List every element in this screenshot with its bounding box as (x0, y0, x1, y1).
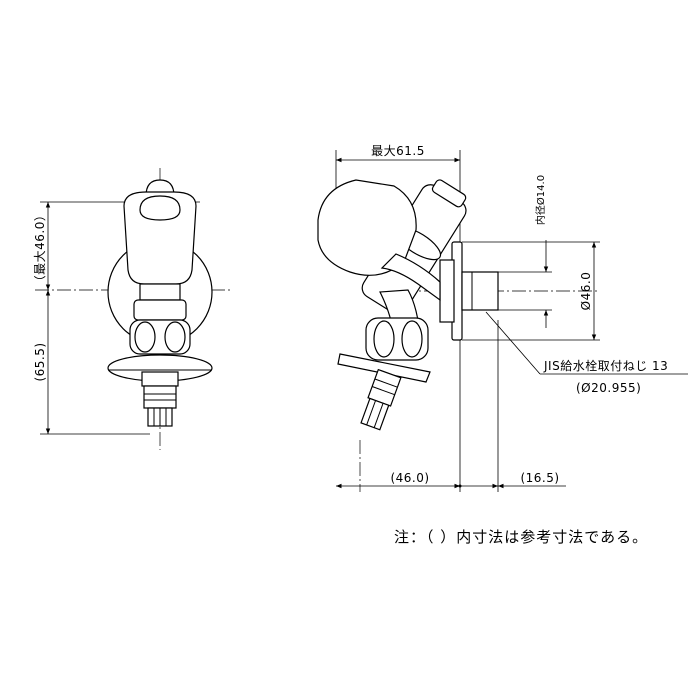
dim-side-left: (46.0) (390, 471, 429, 485)
side-view (317, 150, 688, 492)
dim-side-right: (16.5) (520, 471, 559, 485)
dim-flange-diameter: Ø46.0 (579, 272, 593, 311)
dim-front-top: （最大46.0） (33, 209, 47, 288)
front-view (35, 168, 230, 450)
thread-label: JIS給水栓取付ねじ 13 (543, 358, 668, 373)
reference-dimension-note: 注：（ ）内寸法は参考寸法である。 (394, 528, 648, 546)
dim-front-bottom: (65.5) (33, 342, 47, 381)
dim-side-max-width: 最大61.5 (371, 144, 425, 158)
thread-size: (Ø20.955) (576, 381, 641, 395)
dim-inner-diameter: 内径Ø14.0 (534, 175, 547, 225)
